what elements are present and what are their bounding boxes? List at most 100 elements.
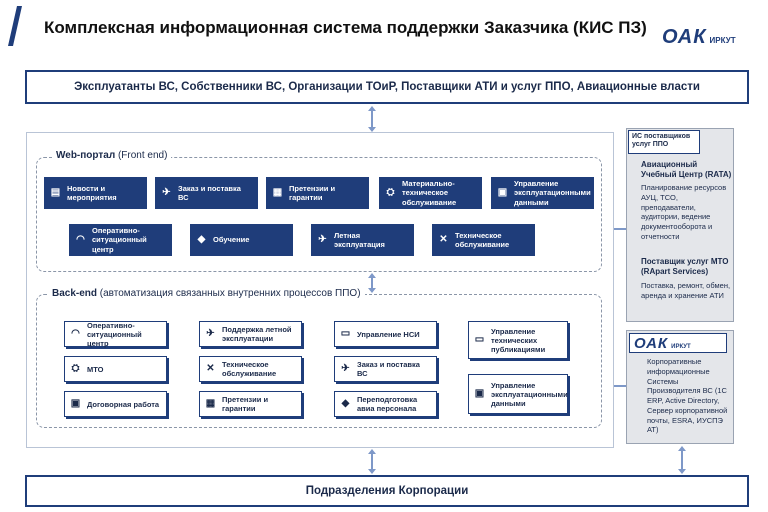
parts-icon: ⛭ [386,186,395,198]
be-contracts[interactable]: ▣ Договорная работа [64,391,167,417]
be-mto[interactable]: ⛭ МТО [64,356,167,382]
tile-maintenance-label: Техническое обслуживание [455,230,510,249]
tile-aircraft-order[interactable]: ✈ Заказ и поставка ВС [155,177,258,209]
page-title: Комплексная информационная система подде… [44,18,647,37]
graduation-cap-icon: ◆ [197,233,206,245]
rata-title: Авиационный Учебный Центр (RATA) [641,160,732,180]
be-flight-ops-support[interactable]: ✈ Поддержка летной эксплуатации [199,321,302,347]
stakeholders-bar: Эксплуатанты ВС, Собственники ВС, Органи… [25,70,749,104]
corporation-divisions-bar: Подразделения Корпорации [25,475,749,507]
web-portal-label-bold: Web-портал [56,150,116,161]
connector-line [614,385,626,387]
arrow-up-icon [368,273,376,278]
arrow-down-icon [368,288,376,293]
arrow-down-icon [368,469,376,474]
arrow-down-icon [368,127,376,132]
document-icon: ▦ [205,398,216,409]
be-master-data-label: Управление НСИ [357,329,420,339]
be-tech-publications-label: Управление технических публикациями [491,326,546,354]
connector-line [371,453,373,470]
be-operational-data[interactable]: ▣ Управление эксплуатационными данными [468,374,568,414]
ppo-suppliers-header: ИС поставщиков услуг ППО [628,130,700,154]
be-mto-label: МТО [87,364,104,374]
tile-claims[interactable]: ▦ Претензии и гарантии [266,177,369,209]
be-tech-publications[interactable]: ▭ Управление технических публикациями [468,321,568,359]
be-maintenance[interactable]: ✕ Техническое обслуживание [199,356,302,382]
be-aircraft-order-label: Заказ и поставка ВС [357,360,420,378]
be-aircraft-order[interactable]: ✈ Заказ и поставка ВС [334,356,437,382]
tile-material-support-label: Материально-техническое обслуживание [402,178,457,207]
oak-irkut-logo: ОАК ИРКУТ [662,26,736,49]
arrow-up-icon [368,449,376,454]
mto-supplier-title: Поставщик услуг МТО (RApart Services) [641,257,729,277]
airplane-icon: ✈ [162,186,171,198]
be-flight-ops-support-label: Поддержка летной эксплуатации [222,325,292,343]
be-situation-center-label: Оперативно-ситуационный центр [87,320,142,348]
connector-line [614,228,626,230]
news-icon: ▤ [50,186,61,198]
headset-icon: ◠ [71,328,80,339]
web-portal-section [36,157,602,272]
tile-flight-ops[interactable]: ✈ Летная эксплуатация [311,224,414,256]
tile-news-label: Новости и мероприятия [67,183,117,202]
data-doc-icon: ▣ [497,186,508,198]
arrow-up-icon [678,446,686,451]
arrow-up-icon [368,106,376,111]
connector-line [371,277,373,289]
stakeholders-text: Эксплуатанты ВС, Собственники ВС, Органи… [74,81,700,93]
back-end-label-rest: (автоматизация связанных внутренних проц… [97,288,361,299]
be-claims[interactable]: ▦ Претензии и гарантии [199,391,302,417]
connector-line [371,110,373,128]
folders-icon: ▭ [340,328,351,339]
logo-main-text: ОАК [662,26,707,48]
be-operational-data-label: Управление эксплуатационными данными [491,380,568,408]
data-doc-icon: ▣ [474,388,485,399]
be-master-data[interactable]: ▭ Управление НСИ [334,321,437,347]
web-portal-label-rest: (Front end) [115,150,168,161]
be-contracts-label: Договорная работа [87,399,160,409]
tile-operational-data-label: Управление эксплуатационными данными [514,178,591,207]
corporate-systems-text: Корпоративные информационные Системы Про… [647,357,728,435]
tile-situation-center-label: Оперативно-ситуационный центр [92,225,147,254]
tile-maintenance[interactable]: ✕ Техническое обслуживание [432,224,535,256]
tile-training-label: Обучение [213,235,250,245]
tools-icon: ✕ [206,363,215,374]
contract-icon: ▣ [70,398,81,409]
monitor-icon: ▭ [474,334,485,345]
tile-training[interactable]: ◆ Обучение [190,224,293,256]
mto-supplier-description: Поставка, ремонт, обмен, аренда и хранен… [641,281,731,300]
headset-icon: ◠ [76,233,85,245]
corporate-logo-main: ОАК [634,335,669,352]
tools-icon: ✕ [439,233,448,245]
parts-icon: ⛭ [71,363,80,374]
tile-situation-center[interactable]: ◠ Оперативно-ситуационный центр [69,224,172,256]
logo-sub-text: ИРКУТ [709,36,736,45]
title-slash-decoration [8,6,22,46]
tile-operational-data[interactable]: ▣ Управление эксплуатационными данными [491,177,594,209]
be-situation-center[interactable]: ◠ Оперативно-ситуационный центр [64,320,167,348]
be-retraining[interactable]: ◆ Переподготовка авиа персонала [334,391,437,417]
airplane-icon: ✈ [341,363,350,374]
corporate-logo-sub: ИРКУТ [671,344,691,350]
corporation-divisions-text: Подразделения Корпорации [305,485,469,497]
takeoff-icon: ✈ [206,328,215,339]
graduation-cap-icon: ◆ [341,398,350,409]
arrow-down-icon [678,469,686,474]
tile-material-support[interactable]: ⛭ Материально-техническое обслуживание [379,177,482,209]
tile-news[interactable]: ▤ Новости и мероприятия [44,177,147,209]
be-retraining-label: Переподготовка авиа персонала [357,395,418,413]
ppo-suppliers-panel [626,128,734,322]
corporate-logo-box: ОАК ИРКУТ [629,333,727,353]
takeoff-icon: ✈ [318,233,327,245]
rata-description: Планирование ресурсов АУЦ, ТСО, преподав… [641,183,727,241]
be-maintenance-label: Техническое обслуживание [222,360,277,378]
tile-aircraft-order-label: Заказ и поставка ВС [178,183,241,202]
connector-line [681,450,683,470]
tile-claims-label: Претензии и гарантии [289,183,336,202]
back-end-label: Back-end (автоматизация связанных внутре… [48,288,365,299]
web-portal-label: Web-портал (Front end) [52,150,172,161]
tile-flight-ops-label: Летная эксплуатация [334,230,385,249]
document-icon: ▦ [272,186,283,198]
back-end-label-bold: Back-end [52,288,98,299]
be-claims-label: Претензии и гарантии [222,395,269,413]
